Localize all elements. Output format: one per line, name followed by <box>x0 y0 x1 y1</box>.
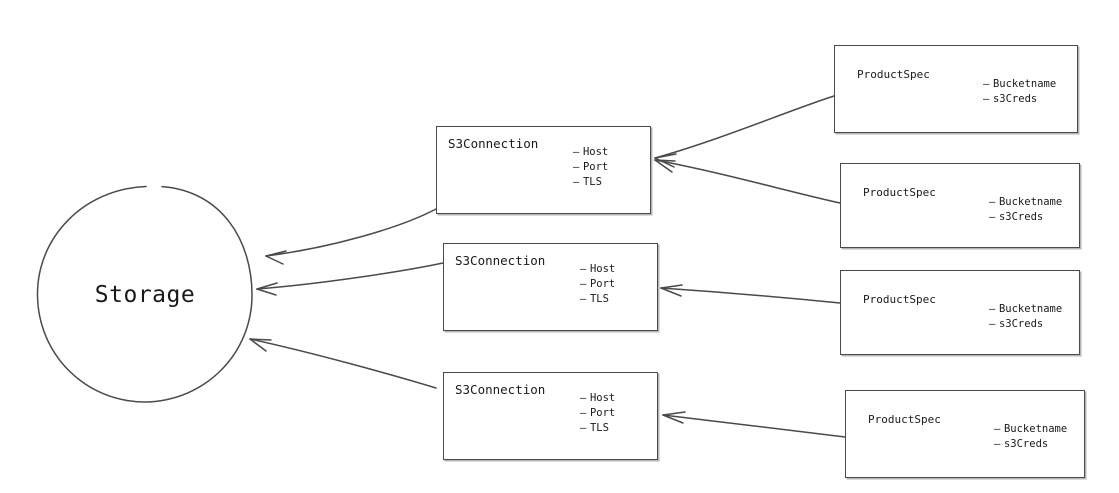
storage-node[interactable]: Storage <box>36 185 254 404</box>
bullet-dash-icon: – <box>989 318 996 331</box>
s3connection-title: S3Connection <box>455 253 546 268</box>
bullet-dash-icon: – <box>580 278 587 291</box>
attribute-label: Bucketname <box>998 196 1063 208</box>
bullet-dash-icon: – <box>989 303 996 315</box>
attribute-label: s3Creds <box>992 93 1038 106</box>
s3connection-box-2[interactable]: S3Connection –Host –Port –TLS <box>443 243 658 331</box>
attribute-row: –Host <box>580 391 615 406</box>
bullet-dash-icon: – <box>994 438 1001 451</box>
productspec-attribute-list: –Bucketname –s3Creds <box>983 77 1056 107</box>
edge-productspec-3-to-s3connection-2 <box>660 284 841 304</box>
attribute-row: –s3Creds <box>989 210 1062 225</box>
attribute-row: –TLS <box>580 292 615 307</box>
productspec-box-3[interactable]: ProductSpec –Bucketname –s3Creds <box>840 270 1080 355</box>
attribute-label: Port <box>589 407 616 420</box>
s3connection-attribute-list: –Host –Port –TLS <box>573 145 608 191</box>
attribute-label: Bucketname <box>992 78 1057 90</box>
edge-productspec-4-to-s3connection-3 <box>662 411 846 438</box>
attribute-label: TLS <box>589 293 609 306</box>
edge-productspec-2-to-s3connection-1 <box>654 159 841 204</box>
bullet-dash-icon: – <box>580 293 587 306</box>
s3connection-box-3[interactable]: S3Connection –Host –Port –TLS <box>443 372 658 460</box>
productspec-title: ProductSpec <box>863 293 936 306</box>
bullet-dash-icon: – <box>989 211 996 224</box>
productspec-attribute-list: –Bucketname –s3Creds <box>989 195 1062 225</box>
s3connection-attribute-list: –Host –Port –TLS <box>580 391 615 437</box>
attribute-row: –Bucketname <box>983 77 1056 92</box>
attribute-row: –Bucketname <box>989 195 1062 210</box>
attribute-row: –s3Creds <box>989 317 1062 332</box>
productspec-title: ProductSpec <box>868 413 941 426</box>
bullet-dash-icon: – <box>573 161 580 174</box>
attribute-label: s3Creds <box>998 211 1044 224</box>
bullet-dash-icon: – <box>994 423 1001 435</box>
attribute-row: –Host <box>573 145 608 160</box>
bullet-dash-icon: – <box>989 196 996 208</box>
s3connection-attribute-list: –Host –Port –TLS <box>580 262 615 308</box>
attribute-row: –TLS <box>580 421 615 436</box>
edge-s3connection-1-to-storage <box>265 208 437 265</box>
s3connection-title: S3Connection <box>448 136 539 151</box>
attribute-label: Bucketname <box>1003 423 1068 435</box>
s3connection-box-1[interactable]: S3Connection –Host –Port –TLS <box>436 126 651 214</box>
bullet-dash-icon: – <box>573 146 580 158</box>
bullet-dash-icon: – <box>983 78 990 90</box>
productspec-attribute-list: –Bucketname –s3Creds <box>989 302 1062 332</box>
productspec-title: ProductSpec <box>863 186 936 199</box>
bullet-dash-icon: – <box>573 176 580 189</box>
productspec-box-1[interactable]: ProductSpec –Bucketname –s3Creds <box>834 45 1078 133</box>
storage-label: Storage <box>94 281 196 308</box>
attribute-label: Host <box>582 146 609 158</box>
bullet-dash-icon: – <box>580 422 587 435</box>
edge-s3connection-3-to-storage <box>249 338 437 389</box>
attribute-label: s3Creds <box>998 318 1044 331</box>
bullet-dash-icon: – <box>580 263 587 275</box>
edge-productspec-1-to-s3connection-1 <box>654 95 835 168</box>
attribute-label: TLS <box>589 422 609 435</box>
attribute-row: –s3Creds <box>994 437 1067 452</box>
productspec-box-4[interactable]: ProductSpec –Bucketname –s3Creds <box>845 390 1085 478</box>
productspec-attribute-list: –Bucketname –s3Creds <box>994 422 1067 452</box>
attribute-label: Bucketname <box>998 303 1063 315</box>
bullet-dash-icon: – <box>580 392 587 404</box>
attribute-label: s3Creds <box>1003 438 1049 451</box>
attribute-label: Host <box>589 263 616 275</box>
attribute-label: TLS <box>582 176 602 189</box>
edge-s3connection-2-to-storage <box>256 262 444 296</box>
bullet-dash-icon: – <box>580 407 587 420</box>
attribute-row: –TLS <box>573 175 608 190</box>
productspec-box-2[interactable]: ProductSpec –Bucketname –s3Creds <box>840 163 1080 248</box>
bullet-dash-icon: – <box>983 93 990 106</box>
attribute-row: –Bucketname <box>994 422 1067 437</box>
attribute-label: Port <box>589 278 616 291</box>
attribute-row: –Port <box>573 160 608 175</box>
attribute-label: Port <box>582 161 609 174</box>
attribute-row: –Port <box>580 277 615 292</box>
productspec-title: ProductSpec <box>857 68 930 81</box>
attribute-row: –Bucketname <box>989 302 1062 317</box>
storage-circle-outline <box>36 185 253 403</box>
attribute-row: –Port <box>580 406 615 421</box>
attribute-row: –Host <box>580 262 615 277</box>
attribute-row: –s3Creds <box>983 92 1056 107</box>
s3connection-title: S3Connection <box>455 382 546 397</box>
attribute-label: Host <box>589 392 616 404</box>
